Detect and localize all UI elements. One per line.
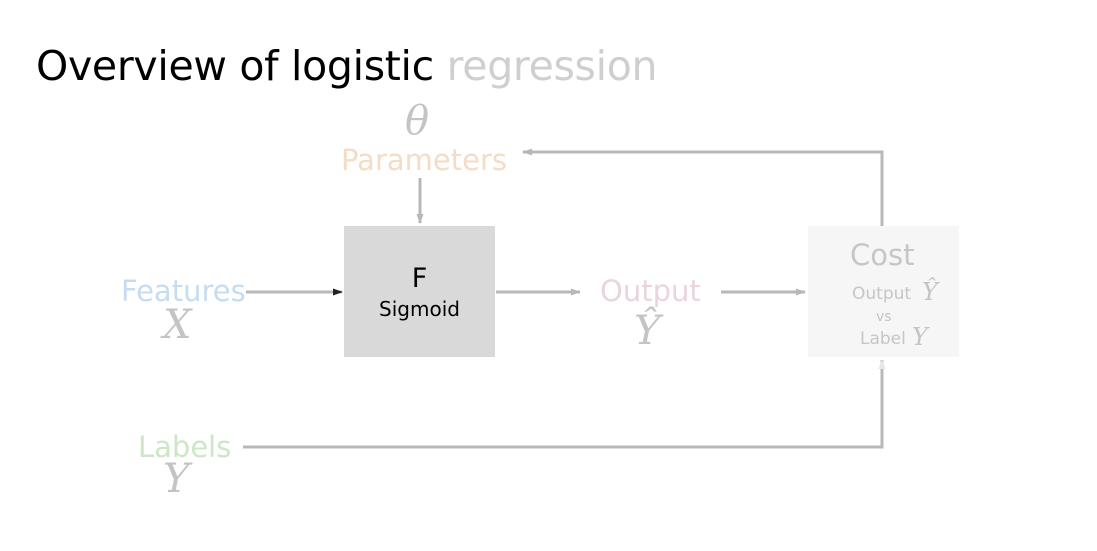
cost-output-text: Output bbox=[852, 284, 912, 304]
y-hat-symbol: Ŷ bbox=[634, 308, 661, 354]
function-name: F bbox=[411, 262, 428, 294]
theta-symbol: θ bbox=[405, 98, 430, 144]
cost-vs-text: vs bbox=[876, 309, 892, 325]
features-label: Features bbox=[121, 274, 246, 308]
title-dark-part: Overview of logistic bbox=[36, 42, 447, 90]
slide-title: Overview of logistic regression bbox=[36, 42, 657, 90]
cost-y-hat-symbol: Ŷ bbox=[922, 278, 938, 306]
labels-label: Labels bbox=[138, 430, 232, 464]
sigmoid-function-box: F Sigmoid bbox=[344, 226, 495, 357]
cost-title: Cost bbox=[850, 238, 915, 272]
arrow-cost-to-parameters bbox=[522, 148, 884, 226]
cost-y-symbol: Y bbox=[912, 323, 928, 351]
title-faded-part: regression bbox=[446, 42, 658, 90]
y-symbol: Y bbox=[163, 456, 190, 502]
arrow-labels-to-cost bbox=[243, 359, 886, 449]
cost-label-text: Label bbox=[860, 329, 906, 349]
function-subtitle: Sigmoid bbox=[379, 296, 460, 321]
cost-box: Cost Output Ŷ vs Label Y bbox=[808, 226, 959, 357]
x-symbol: X bbox=[163, 302, 192, 348]
parameters-label: Parameters bbox=[341, 143, 507, 177]
output-label: Output bbox=[600, 274, 701, 308]
